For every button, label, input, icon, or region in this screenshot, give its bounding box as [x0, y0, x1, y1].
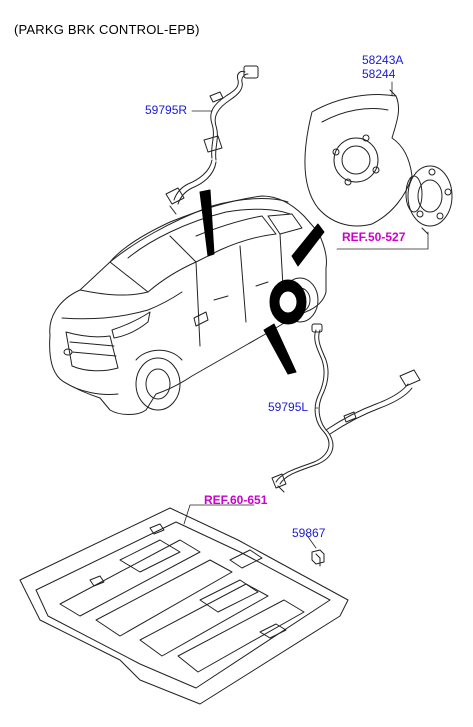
reference-floor[interactable]: REF.60-651 [204, 493, 268, 507]
part-number-58243a[interactable]: 58243A [362, 53, 404, 67]
hub-bearing-illustration [405, 165, 453, 235]
part-number-58244[interactable]: 58244 [362, 67, 396, 81]
part-number-59867[interactable]: 59867 [292, 526, 326, 540]
floor-panel-illustration [19, 507, 349, 705]
diagram-title: (PARKG BRK CONTROL-EPB) [14, 22, 200, 37]
leader-lines [183, 81, 429, 549]
part-number-59795l[interactable]: 59795L [268, 400, 309, 414]
dust-cover-illustration [304, 89, 413, 227]
bolt-59867-illustration [311, 549, 325, 567]
part-number-59795r[interactable]: 59795R [145, 103, 188, 117]
cable-59795l-illustration [271, 323, 421, 493]
reference-hub[interactable]: REF.50-527 [342, 230, 406, 244]
pointer-wedges [199, 189, 325, 375]
cable-59795r-illustration [165, 65, 259, 215]
rear-wheel-brake-highlight [269, 279, 307, 325]
